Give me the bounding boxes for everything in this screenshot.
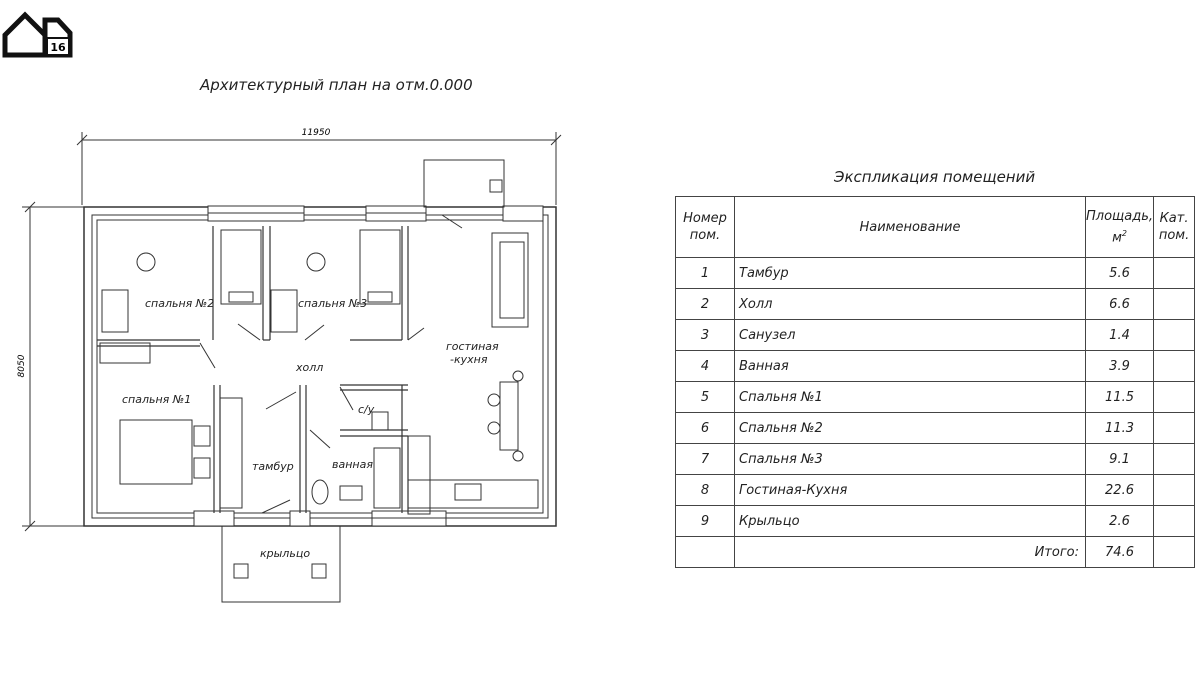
room-label-tambour: тамбур xyxy=(252,460,294,473)
room-label-bedroom2: спальня №2 xyxy=(145,297,214,310)
explication-title: Экспликация помещений xyxy=(834,168,1036,186)
dim-width-label: 11950 xyxy=(302,128,331,138)
room-label-bedroom1: спальня №1 xyxy=(122,393,191,406)
header-category: Кат.пом. xyxy=(1153,196,1196,258)
room-label-living: гостиная xyxy=(446,340,499,353)
logo-badge xyxy=(46,37,70,56)
logo-badge-text: 16 xyxy=(50,41,66,54)
room-label-bedroom3: спальня №3 xyxy=(298,297,367,310)
room-label-porch: крыльцо xyxy=(260,547,310,560)
header-area: Площадь,м2 xyxy=(1084,196,1155,258)
windows xyxy=(193,205,544,527)
furniture xyxy=(99,229,539,515)
plan-title: Архитектурный план на отм.0.000 xyxy=(200,76,473,94)
room-label-wc: с/у xyxy=(358,403,375,416)
room-label-kitchen: -кухня xyxy=(450,353,488,366)
table-total-row: Итого:74.6 xyxy=(675,536,1196,568)
header-name: Наименование xyxy=(734,196,1086,258)
room-label-bath: ванная xyxy=(332,458,373,471)
dimension-lines xyxy=(22,132,562,532)
porch-outline xyxy=(221,159,505,603)
outer-walls xyxy=(83,206,557,527)
doors xyxy=(199,214,463,514)
room-label-hall: холл xyxy=(295,361,323,374)
dim-height-label: 8050 xyxy=(17,354,27,377)
